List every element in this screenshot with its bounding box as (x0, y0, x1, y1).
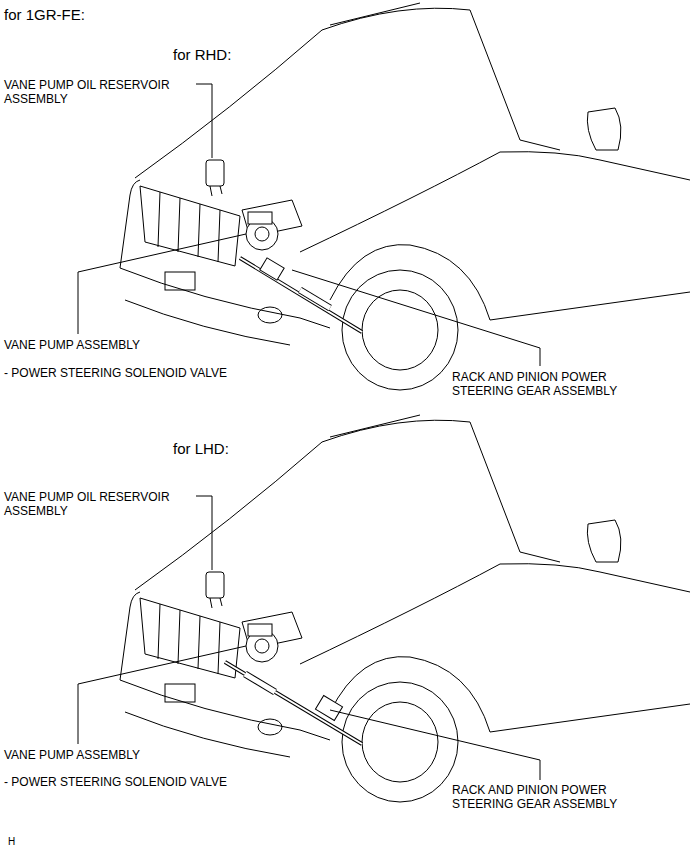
sub-part-label: - POWER STEERING SOLENOID VALVE (4, 366, 227, 380)
part-label: RACK AND PINION POWER STEERING GEAR ASSE… (452, 783, 652, 812)
part-label: VANE PUMP ASSEMBLY (4, 748, 140, 762)
part-label: VANE PUMP OIL RESERVOIR ASSEMBLY (4, 78, 194, 107)
vehicle-body (120, 415, 690, 802)
heading-label: for 1GR-FE: (4, 6, 85, 24)
variant-label: for RHD: (173, 46, 231, 64)
part-label: VANE PUMP ASSEMBLY (4, 338, 140, 352)
rhd-parts (206, 160, 362, 332)
vehicle-body (120, 3, 690, 390)
part-label: VANE PUMP OIL RESERVOIR ASSEMBLY (4, 490, 194, 519)
lhd-parts (206, 572, 362, 744)
leader-lines (78, 84, 540, 780)
part-label: RACK AND PINION POWER STEERING GEAR ASSE… (452, 370, 652, 399)
figure-code: H (8, 836, 15, 848)
sub-part-label: - POWER STEERING SOLENOID VALVE (4, 775, 227, 789)
variant-label: for LHD: (173, 440, 229, 458)
